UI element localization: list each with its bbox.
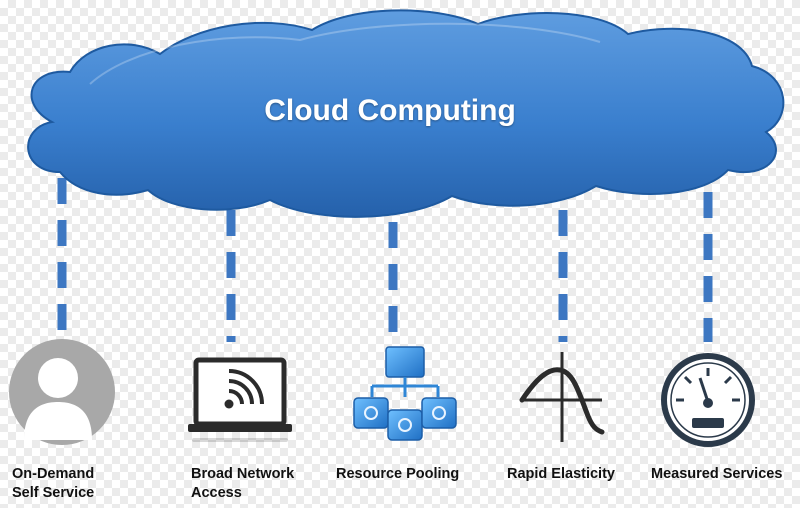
label-line-1: Resource Pooling [336,466,460,482]
cloud-title: Cloud Computing [264,94,516,127]
label-line-1: Rapid Elasticity [507,466,615,482]
label-line-1: Broad Network [191,466,295,482]
label-line-2: Self Service [12,485,95,501]
label-measured-services: Measured Services [651,465,782,484]
label-on-demand-self-service: On-Demand Self Service [12,465,94,503]
cloud-shape [27,9,785,218]
connector-lines [57,150,713,342]
gauge-icon [661,353,755,447]
resource-hierarchy-icon [353,346,457,441]
curve-icon [519,352,605,442]
user-icon [9,339,115,445]
wifi-laptop-icon [188,357,292,442]
label-line-1: Measured Services [651,466,783,482]
label-rapid-elasticity: Rapid Elasticity [507,465,615,484]
label-line-1: On-Demand [12,466,95,482]
label-broad-network-access: Broad Network Access [191,465,294,503]
label-resource-pooling: Resource Pooling [336,465,459,484]
label-line-2: Access [191,485,242,501]
